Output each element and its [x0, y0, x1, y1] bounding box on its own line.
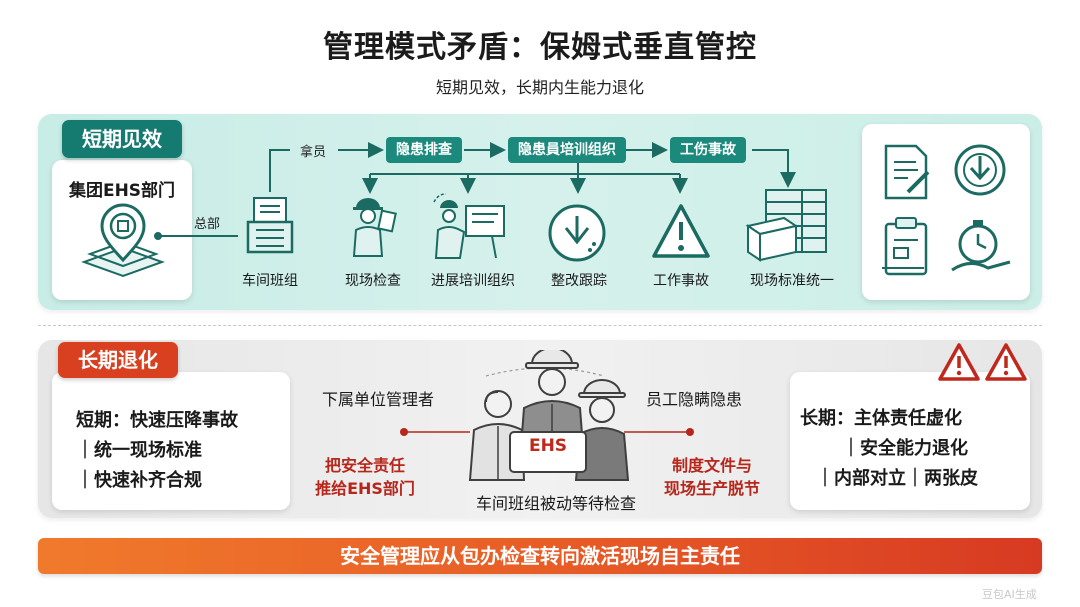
step-training-organization: 隐患員培训组织	[508, 137, 626, 163]
node-site-standard: 现场标准统一	[750, 273, 834, 289]
warning-triangle-icon	[652, 204, 710, 258]
ehs-badge: EHS	[528, 436, 568, 456]
short-term-tag: 短期见效	[62, 120, 182, 158]
node-workshop: 车间班组	[242, 273, 298, 289]
warning-icons	[938, 343, 1027, 381]
right-card-line-2: ｜安全能力退化	[842, 438, 968, 459]
node-training-progress: 进展培训组织	[431, 273, 515, 289]
node-work-accident: 工作事故	[653, 273, 709, 289]
left-card-line-1: 短期：快速压降事故	[76, 410, 238, 431]
step-hazard-inspection: 隐患排查	[386, 137, 462, 163]
dept-label: 集团EHS部门	[68, 181, 176, 201]
flow-connectors	[154, 142, 796, 240]
node-rectification: 整改跟踪	[551, 273, 607, 289]
document-edit-icon	[884, 144, 930, 200]
left-card-line-3: ｜快速补齐合规	[76, 470, 202, 491]
center-caption: 车间班组被动等待检查	[475, 494, 636, 513]
edge-label-headquarters: 总部	[194, 217, 221, 232]
document-tray-icon	[246, 197, 294, 254]
red-text-right-2: 现场生产脱节	[663, 479, 760, 498]
check-download-icon	[954, 144, 1006, 196]
workers-group-icon	[468, 350, 630, 481]
left-card-line-2: ｜统一现场标准	[76, 440, 202, 461]
timer-hand-icon	[951, 220, 1011, 272]
location-pin-icon	[81, 203, 165, 278]
red-text-left-1: 把安全责任	[324, 456, 405, 475]
conclusion-banner: 安全管理应从包办检查转向激活现场自主责任	[38, 538, 1042, 574]
short-term-summary-card	[52, 372, 290, 510]
subordinate-manager-label: 下属单位管理者	[322, 390, 435, 409]
employee-hide-label: 员工隐瞒隐患	[646, 390, 743, 409]
right-card-line-3: ｜内部对立｜两张皮	[816, 468, 978, 489]
red-text-right-1: 制度文件与	[671, 456, 752, 475]
long-term-summary-card	[790, 372, 1030, 510]
server-rack-icon	[745, 189, 827, 262]
warning-icon	[985, 343, 1027, 381]
warning-icon	[938, 343, 980, 381]
long-term-tag: 长期退化	[58, 342, 178, 378]
right-card-line-1: 长期：主体责任虚化	[800, 408, 962, 429]
edge-label-staff: 拿员	[300, 145, 327, 160]
page-title: 管理模式矛盾：保姆式垂直管控	[323, 30, 757, 65]
step-work-injury: 工伤事故	[670, 137, 746, 163]
section-divider	[38, 325, 1042, 326]
inspector-worker-icon	[352, 198, 397, 257]
page-subtitle: 短期见效，长期内生能力退化	[435, 78, 644, 97]
red-text-left-2: 推给EHS部门	[315, 479, 415, 498]
download-circle-icon	[548, 204, 606, 262]
watermark: 豆包AI生成	[982, 588, 1037, 601]
clipboard-icon	[882, 217, 928, 276]
right-icons-group	[882, 144, 1011, 276]
node-site-inspection: 现场检查	[345, 273, 401, 289]
training-board-icon	[433, 193, 505, 259]
